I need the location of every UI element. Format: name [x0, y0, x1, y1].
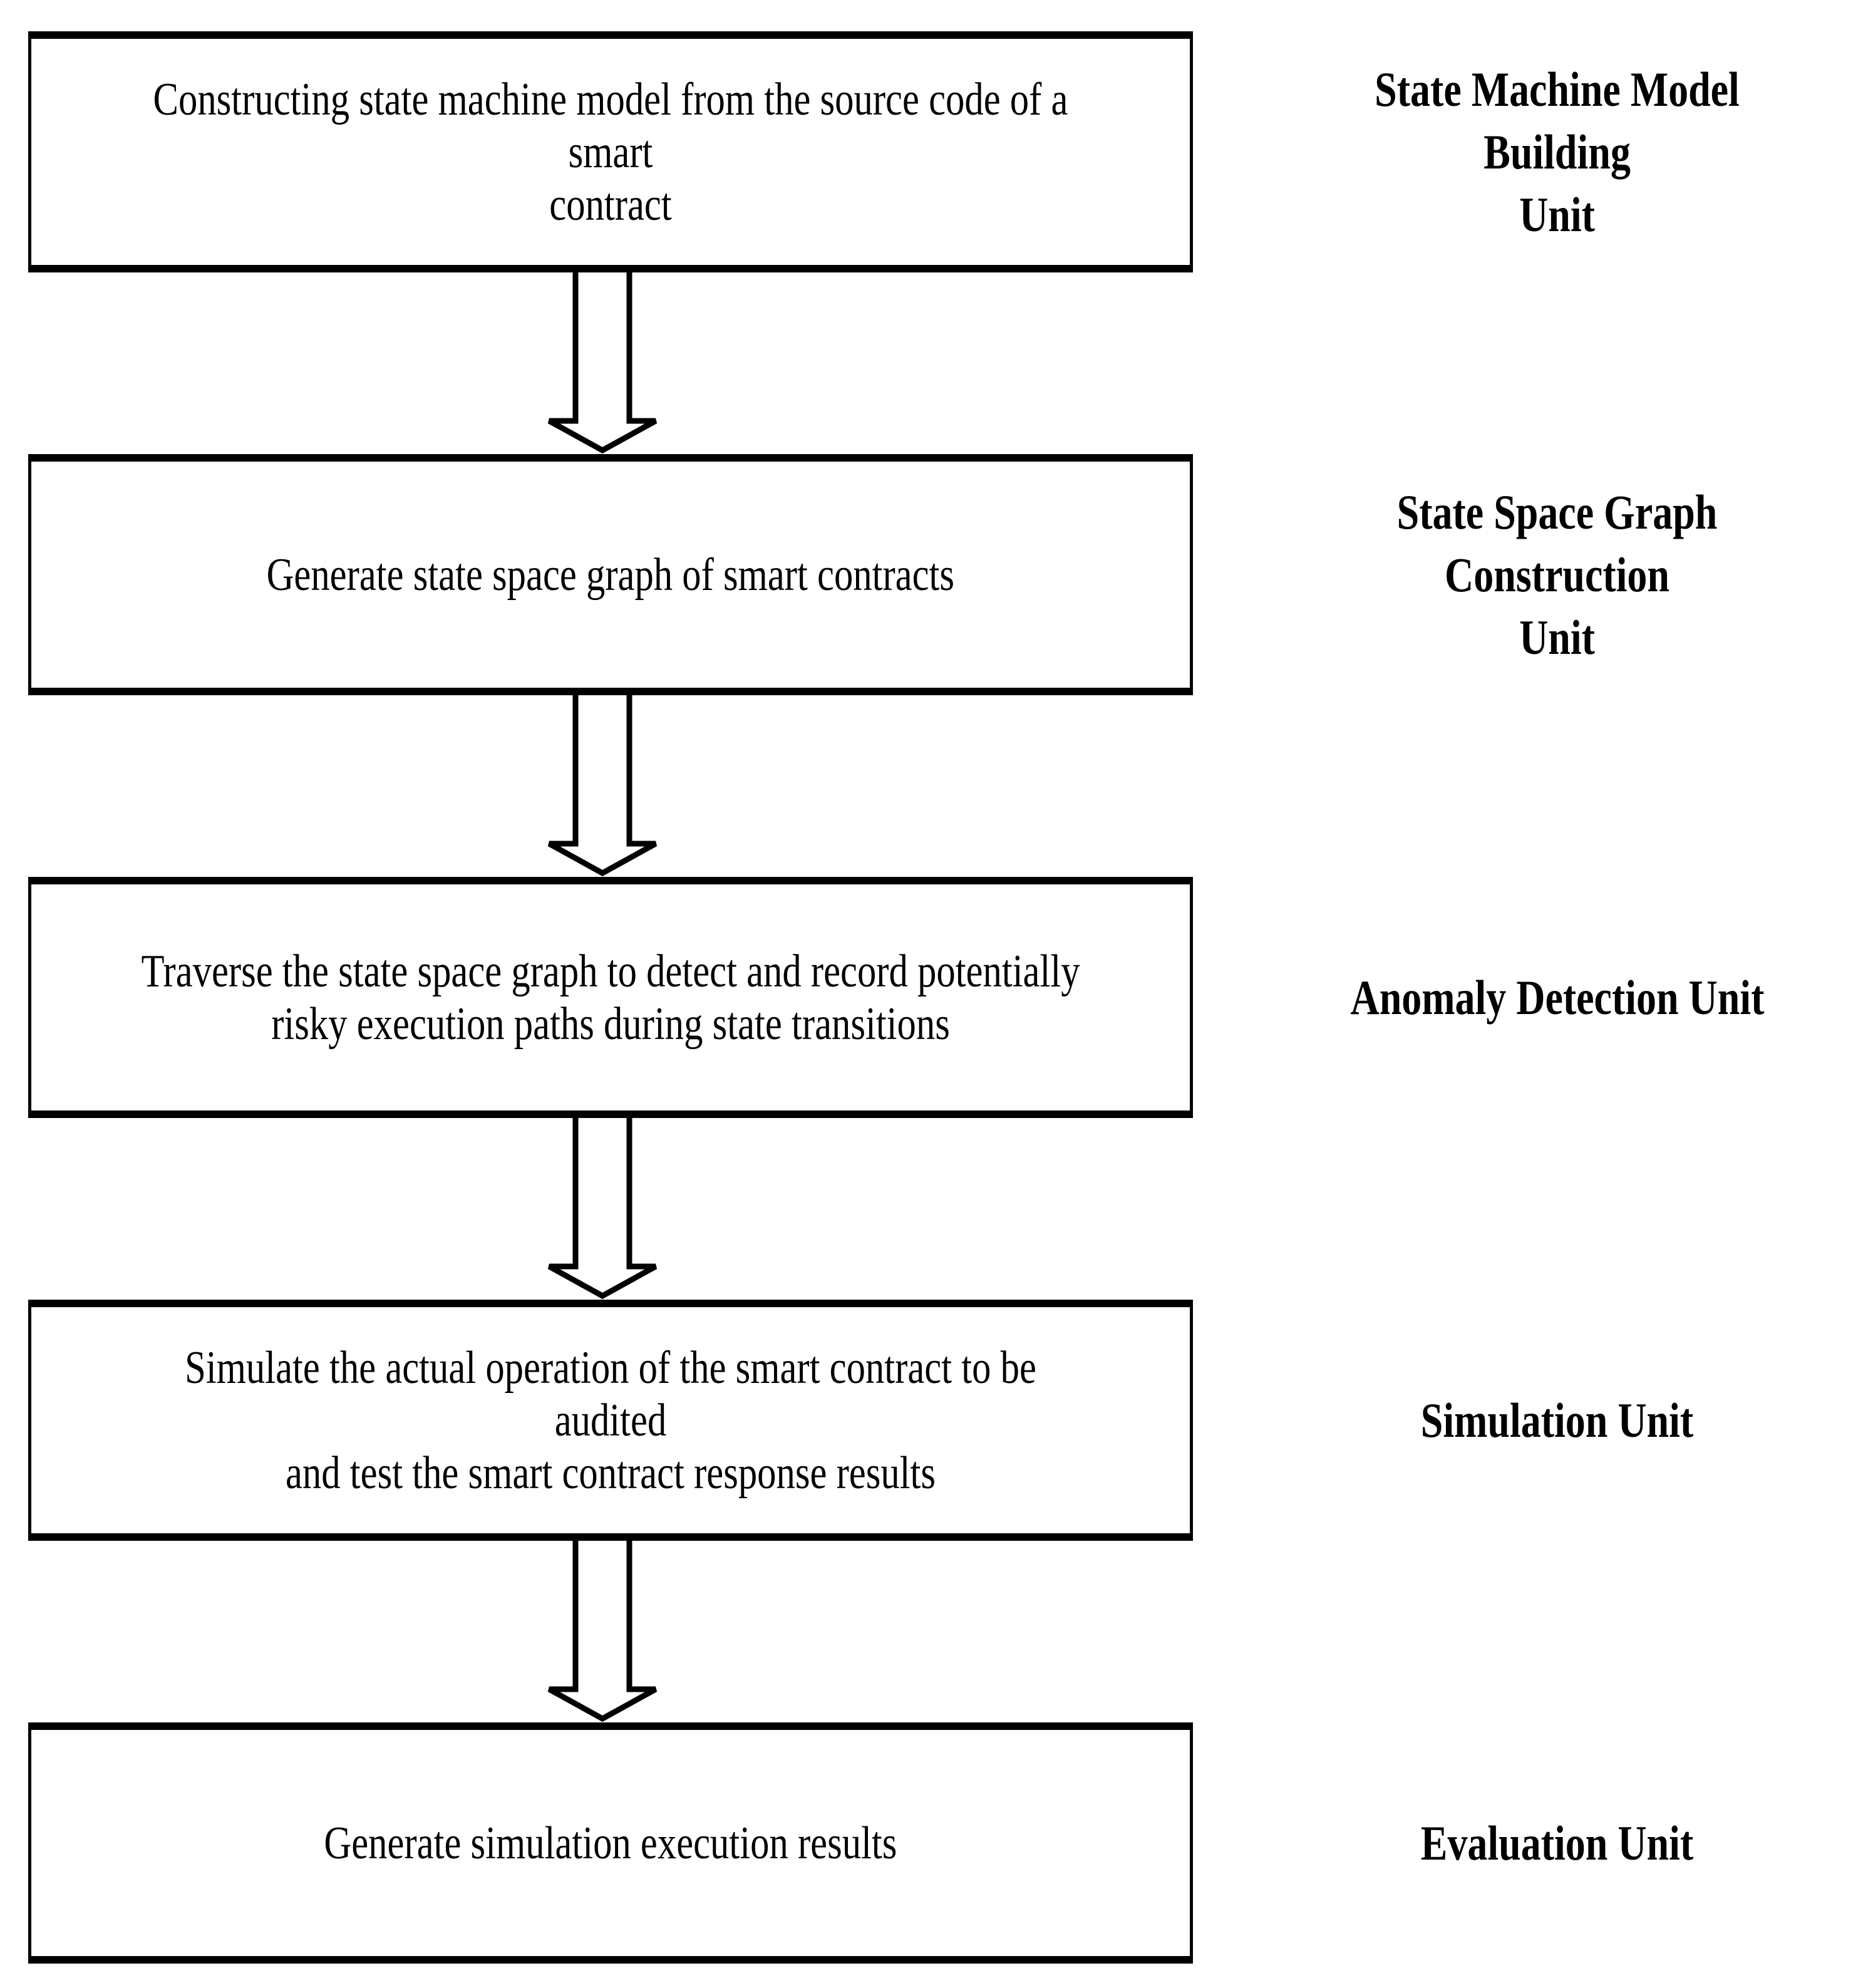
- flow-box-text: Traverse the state space graph to detect…: [141, 945, 1080, 1050]
- unit-label-text: State Machine Model Building Unit: [1375, 61, 1740, 242]
- unit-label-state-machine-model-building: State Machine Model Building Unit: [1246, 31, 1868, 272]
- flow-box-simulation-results: Generate simulation execution results: [28, 1722, 1193, 1964]
- unit-label-state-space-graph-construction: State Space Graph Construction Unit: [1246, 454, 1868, 695]
- unit-label-text: Simulation Unit: [1420, 1392, 1694, 1447]
- down-arrow-icon: [546, 272, 659, 454]
- flow-box-text: Constructing state machine model from th…: [153, 73, 1068, 230]
- down-arrow-icon: [546, 1118, 659, 1300]
- flow-box-simulate-operation: Simulate the actual operation of the sma…: [28, 1300, 1193, 1541]
- flow-box-text: Simulate the actual operation of the sma…: [185, 1342, 1036, 1499]
- flow-box-state-machine-model: Constructing state machine model from th…: [28, 31, 1193, 272]
- unit-label-text: State Space Graph Construction Unit: [1396, 484, 1718, 665]
- flow-box-text: Generate state space graph of smart cont…: [266, 549, 955, 601]
- unit-label-text: Anomaly Detection Unit: [1350, 970, 1764, 1025]
- flow-box-text: Generate simulation execution results: [324, 1817, 897, 1869]
- flow-box-state-space-graph: Generate state space graph of smart cont…: [28, 454, 1193, 695]
- unit-label-evaluation: Evaluation Unit: [1246, 1722, 1868, 1964]
- unit-label-anomaly-detection: Anomaly Detection Unit: [1246, 877, 1868, 1118]
- unit-label-simulation: Simulation Unit: [1246, 1300, 1868, 1541]
- down-arrow-icon: [546, 1541, 659, 1722]
- flow-box-traverse-graph: Traverse the state space graph to detect…: [28, 877, 1193, 1118]
- down-arrow-icon: [546, 695, 659, 877]
- unit-label-text: Evaluation Unit: [1420, 1815, 1694, 1870]
